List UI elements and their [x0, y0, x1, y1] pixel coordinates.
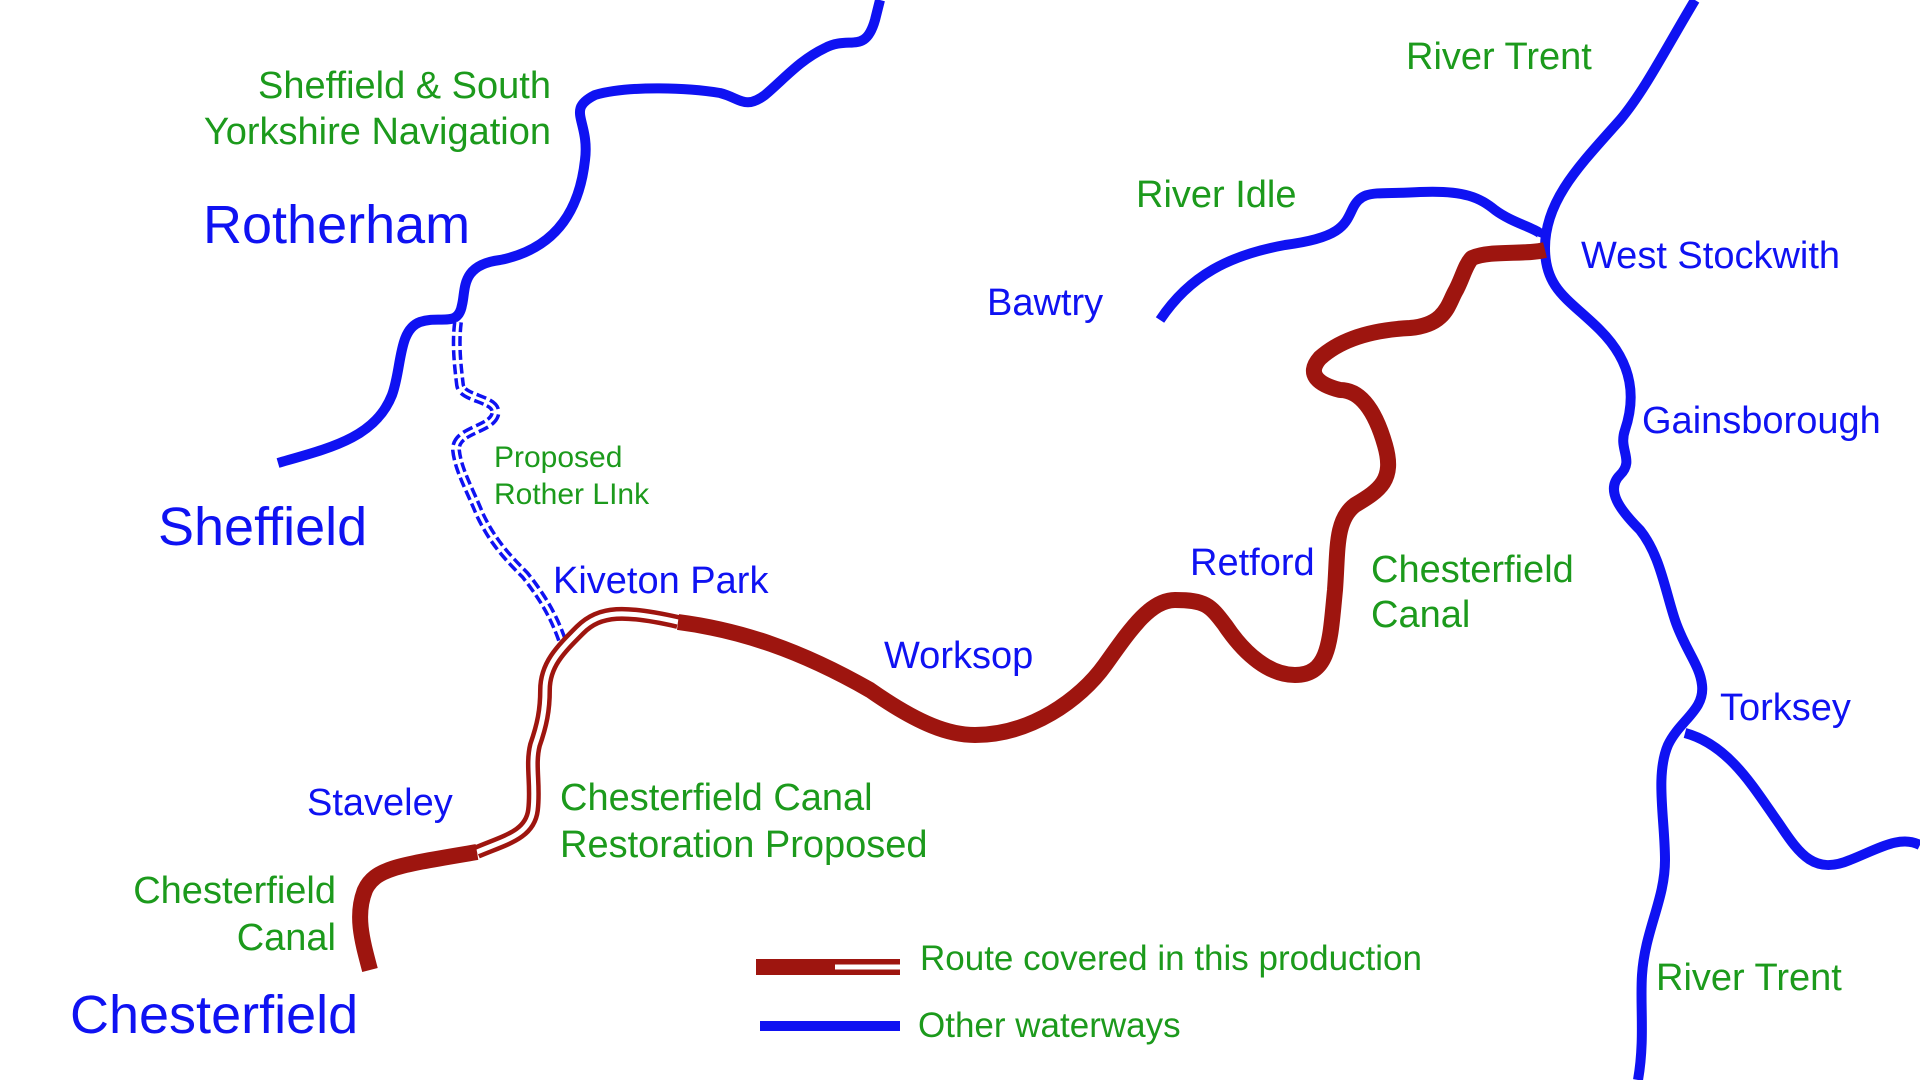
chesterfield-canal-west-label-line2: Canal	[237, 917, 336, 959]
river-trent-south-label: River Trent	[1656, 957, 1842, 999]
rother-link-inner	[454, 321, 564, 641]
bawtry-label: Bawtry	[987, 282, 1103, 324]
ssy-navigation-label-line1: Sheffield & South	[258, 65, 551, 107]
chesterfield-canal-west-line	[352, 844, 479, 973]
labels: Rotherham Sheffield Chesterfield Kiveton…	[70, 36, 1881, 1045]
west-stockwith-label: West Stockwith	[1581, 235, 1840, 277]
torksey-label: Torksey	[1720, 687, 1851, 729]
chesterfield-canal-east-label-line1: Chesterfield	[1371, 549, 1574, 591]
chesterfield-canal-west-label-line1: Chesterfield	[133, 870, 336, 912]
ssy-navigation-line	[276, 0, 885, 468]
river-idle-line	[1155, 186, 1547, 323]
rother-link-label-line1: Proposed	[494, 441, 622, 474]
chesterfield-label: Chesterfield	[70, 985, 358, 1045]
river-trent-north-label: River Trent	[1406, 36, 1592, 78]
river-idle-label: River Idle	[1136, 174, 1297, 216]
worksop-label: Worksop	[884, 635, 1033, 677]
legend-other-label: Other waterways	[918, 1006, 1181, 1045]
rother-link	[451, 321, 567, 642]
route-covered	[352, 242, 1547, 973]
kiveton-park-label: Kiveton Park	[553, 560, 769, 602]
river-trent-line	[1540, 0, 1708, 1080]
sheffield-label: Sheffield	[158, 497, 367, 557]
gainsborough-label: Gainsborough	[1642, 400, 1881, 442]
rotherham-label: Rotherham	[203, 195, 470, 255]
chesterfield-canal-east-label-line2: Canal	[1371, 594, 1470, 636]
staveley-label: Staveley	[307, 782, 453, 824]
retford-label: Retford	[1190, 542, 1315, 584]
ssy-navigation-label-line2: Yorkshire Navigation	[204, 111, 551, 153]
legend	[756, 959, 900, 1031]
rother-link-label-line2: Rother LInk	[494, 478, 650, 511]
restoration-label-line1: Chesterfield Canal	[560, 777, 873, 819]
restoration-label-line2: Restoration Proposed	[560, 824, 928, 866]
trent-branch-line	[1683, 728, 1920, 870]
chesterfield-canal-main-line	[676, 242, 1547, 743]
other-waterways	[276, 0, 1920, 1080]
restoration-inner	[476, 611, 679, 855]
legend-route-label: Route covered in this production	[920, 939, 1422, 978]
